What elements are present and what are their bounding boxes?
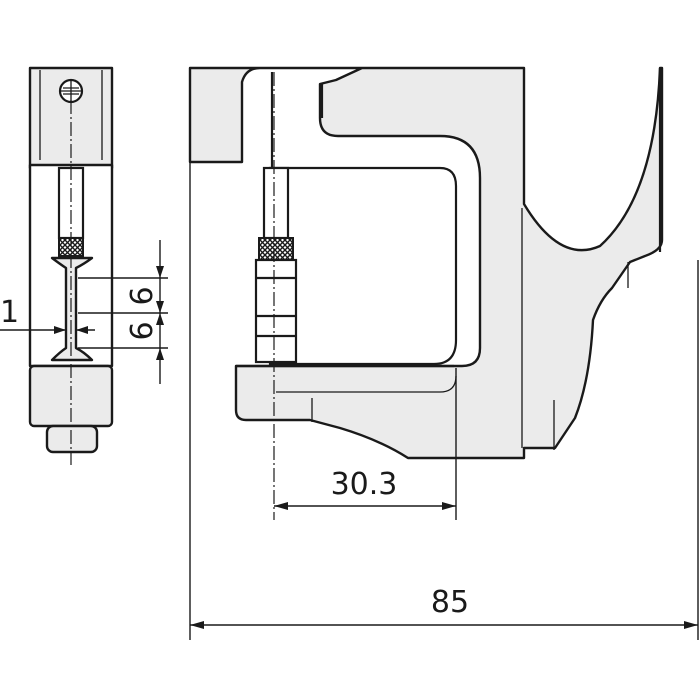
front-view <box>188 66 664 520</box>
side-view <box>28 66 114 465</box>
side-view-dimensions: 6 6 1 <box>0 240 168 384</box>
c-frame <box>188 66 664 460</box>
front-view-dimensions: 30.3 85 <box>189 162 699 640</box>
dim-label-anvil-lower: 6 <box>125 321 160 340</box>
dim-label-anvil-upper: 6 <box>125 286 160 305</box>
dim-label-overall-width: 85 <box>431 585 469 620</box>
c-frame-opening <box>268 166 458 366</box>
front-knurl <box>258 237 294 261</box>
dim-label-anvil-thickness: 1 <box>0 295 19 330</box>
dim-label-throat-depth: 30.3 <box>331 467 398 502</box>
side-anvil-stem <box>45 424 99 454</box>
front-spindle <box>262 166 290 240</box>
front-anvil <box>254 258 298 364</box>
anvil-profile <box>50 256 94 362</box>
